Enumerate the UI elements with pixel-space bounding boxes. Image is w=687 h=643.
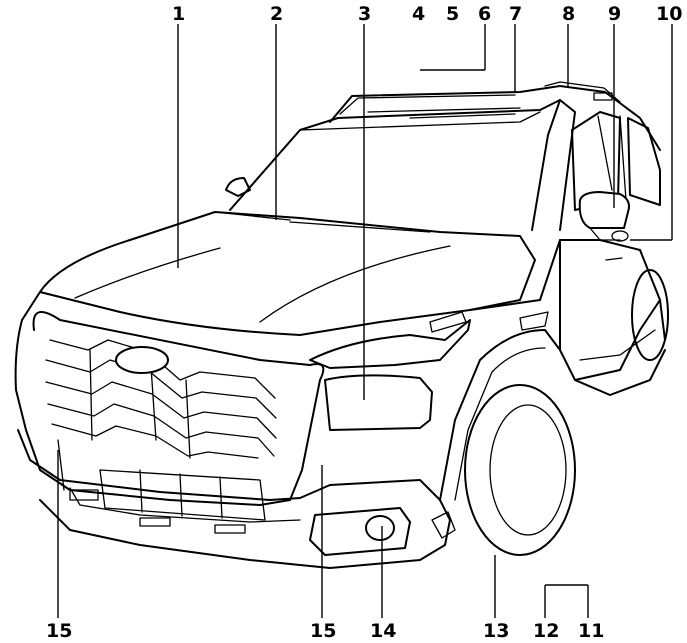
front-door	[559, 239, 661, 381]
callout-15-left: 15	[46, 620, 72, 642]
mirror-turn-signal	[611, 230, 629, 242]
callout-12: 12	[533, 620, 559, 642]
a-pillar	[559, 99, 576, 231]
wheel-arch	[439, 329, 561, 501]
front-tire	[464, 384, 576, 556]
mirror-mount	[589, 227, 621, 241]
callout-4: 4	[412, 3, 425, 25]
callout-3: 3	[358, 3, 371, 25]
front-bumper-lower	[17, 429, 451, 569]
callout-9: 9	[608, 3, 621, 25]
front-wheel-rim	[489, 404, 567, 536]
rear-tire	[631, 269, 669, 361]
callout-11: 11	[578, 620, 604, 642]
roof-outline	[329, 85, 661, 151]
lower-grille	[99, 469, 266, 521]
grille-surround	[32, 311, 325, 501]
hood	[39, 211, 536, 336]
b-pillar	[597, 115, 627, 201]
fog-lamp	[365, 515, 395, 541]
tow-hook-cover	[69, 489, 99, 501]
callout-7: 7	[509, 3, 522, 25]
hood-crease-left	[74, 247, 221, 299]
callout-5: 5	[446, 3, 459, 25]
bumper-skid-plate	[69, 487, 301, 523]
rear-side-window	[627, 117, 661, 206]
windshield	[229, 99, 561, 231]
vehicle-illustration	[14, 81, 669, 569]
headlight-drl	[429, 311, 467, 333]
callout-13: 13	[483, 620, 509, 642]
callout-8: 8	[562, 3, 575, 25]
callout-14: 14	[370, 620, 396, 642]
mud-flap	[431, 511, 456, 539]
callout-15-right: 15	[310, 620, 336, 642]
lower-lamp-housing	[324, 374, 433, 431]
callout-10: 10	[656, 3, 682, 25]
headlight	[309, 319, 471, 369]
lower-vent-center	[214, 524, 246, 534]
side-cladding	[579, 329, 656, 361]
callout-labels: 1 2 3 4 5 6 7 8 9 10 11 12 13 14 15 15	[46, 3, 682, 642]
side-mirror	[578, 191, 630, 229]
callout-1: 1	[172, 3, 185, 25]
door-handle	[605, 257, 623, 261]
side-sill	[574, 349, 666, 396]
hood-crease-right	[259, 245, 451, 323]
fender-vent	[519, 311, 549, 331]
grille	[45, 339, 277, 459]
front-side-window	[571, 111, 621, 211]
front-corner-sensor	[57, 439, 65, 491]
callout-2: 2	[270, 3, 283, 25]
far-side-mirror	[225, 177, 251, 197]
fog-lamp-housing	[309, 507, 411, 556]
wheel-arch-cladding	[454, 347, 546, 501]
sunroof	[367, 107, 521, 119]
brand-emblem	[115, 346, 169, 374]
leader-lines	[57, 24, 673, 618]
roof-rail-mount	[593, 92, 613, 101]
lower-vent-left	[139, 517, 171, 527]
windshield-inner	[299, 111, 541, 131]
callout-6: 6	[478, 3, 491, 25]
